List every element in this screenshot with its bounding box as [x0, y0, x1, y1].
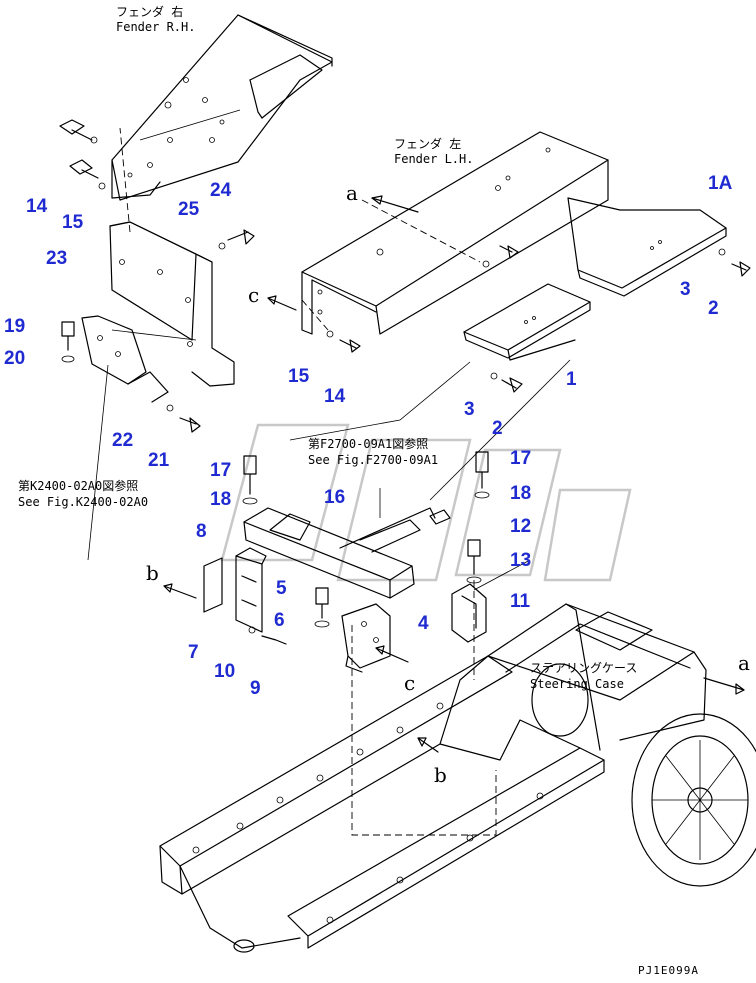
- callout-2: 2: [492, 418, 503, 439]
- drawing-code: PJ1E099A: [638, 964, 699, 977]
- callout-7: 7: [188, 642, 199, 663]
- callout-5: 5: [276, 578, 287, 599]
- assembly-lines: [87, 127, 571, 836]
- view-arrows: [163, 195, 745, 753]
- callout-1A: 1A: [708, 173, 733, 194]
- callout-18: 18: [510, 483, 531, 504]
- callout-25: 25: [178, 199, 200, 220]
- ref-k2400-label-jp: 第K2400-02A0図参照: [18, 478, 138, 493]
- callout-14: 14: [324, 386, 346, 407]
- fender-lh-label-en: Fender L.H.: [394, 152, 473, 166]
- watermark: [220, 423, 632, 582]
- callout-14: 14: [26, 196, 48, 217]
- ref-k2400-label-en: See Fig.K2400-02A0: [18, 495, 148, 509]
- callout-1: 1: [566, 369, 577, 390]
- callout-17: 17: [510, 448, 531, 469]
- fender-rh: [111, 14, 333, 201]
- callout-15: 15: [62, 212, 84, 233]
- callout-12: 12: [510, 516, 531, 537]
- callout-3: 3: [680, 279, 691, 300]
- bracket-20: [81, 315, 169, 403]
- callout-13: 13: [510, 550, 531, 571]
- callout-17: 17: [210, 460, 231, 481]
- fender-rh-label-jp: フェンダ 右: [116, 4, 183, 19]
- callout-21: 21: [148, 450, 170, 471]
- fender-rh-label-en: Fender R.H.: [116, 20, 195, 34]
- callout-9: 9: [250, 678, 261, 699]
- callout-11: 11: [510, 591, 531, 612]
- view-letter-c: c: [248, 283, 259, 307]
- callout-4: 4: [418, 613, 429, 634]
- ref-f2700-label-en: See Fig.F2700-09A1: [308, 453, 438, 467]
- callout-22: 22: [112, 430, 133, 451]
- callout-8: 8: [196, 521, 207, 542]
- view-letter-a: a: [346, 181, 358, 205]
- callout-3: 3: [464, 399, 475, 420]
- bracket-7: [203, 547, 267, 633]
- callout-15: 15: [288, 366, 310, 387]
- fender-lh: [301, 131, 727, 361]
- callout-24: 24: [210, 180, 232, 201]
- callout-20: 20: [4, 348, 25, 369]
- callout-16: 16: [324, 487, 345, 508]
- view-letter-a: a: [738, 651, 750, 675]
- beam-16: [243, 507, 436, 599]
- main-frame: [159, 603, 756, 953]
- steering-case-label-en: Steering Case: [530, 677, 624, 691]
- bracket-11: [451, 583, 487, 643]
- callout-10: 10: [214, 661, 235, 682]
- fasteners: [59, 119, 751, 645]
- bracket-23: [109, 221, 235, 387]
- callout-18: 18: [210, 489, 231, 510]
- callout-23: 23: [46, 248, 67, 269]
- steering-case-label-jp: ステアリングケース: [530, 661, 637, 675]
- callout-19: 19: [4, 316, 25, 337]
- plate-4: [341, 603, 391, 673]
- view-letter-c: c: [404, 671, 415, 695]
- callout-6: 6: [274, 610, 285, 631]
- view-letter-b: b: [146, 561, 159, 585]
- ref-f2700-label-jp: 第F2700-09A1図参照: [308, 436, 428, 451]
- view-letter-b: b: [434, 763, 447, 787]
- callout-2: 2: [708, 298, 719, 319]
- fender-lh-label-jp: フェンダ 左: [394, 136, 461, 151]
